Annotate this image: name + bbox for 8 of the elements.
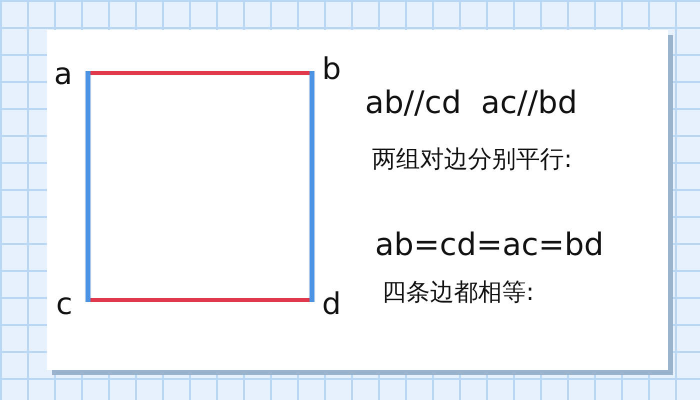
equality-caption: 四条边都相等: xyxy=(382,280,534,304)
vertex-label: d xyxy=(322,290,342,320)
vertex-label: a xyxy=(54,60,72,90)
vertex-label: b xyxy=(322,55,342,85)
equality-statement: ab=cd=ac=bd xyxy=(375,230,604,261)
parallel-caption: 两组对边分别平行: xyxy=(372,147,572,171)
vertex-label: c xyxy=(56,290,72,320)
parallel-statement: ab//cd ac//bd xyxy=(365,88,578,119)
